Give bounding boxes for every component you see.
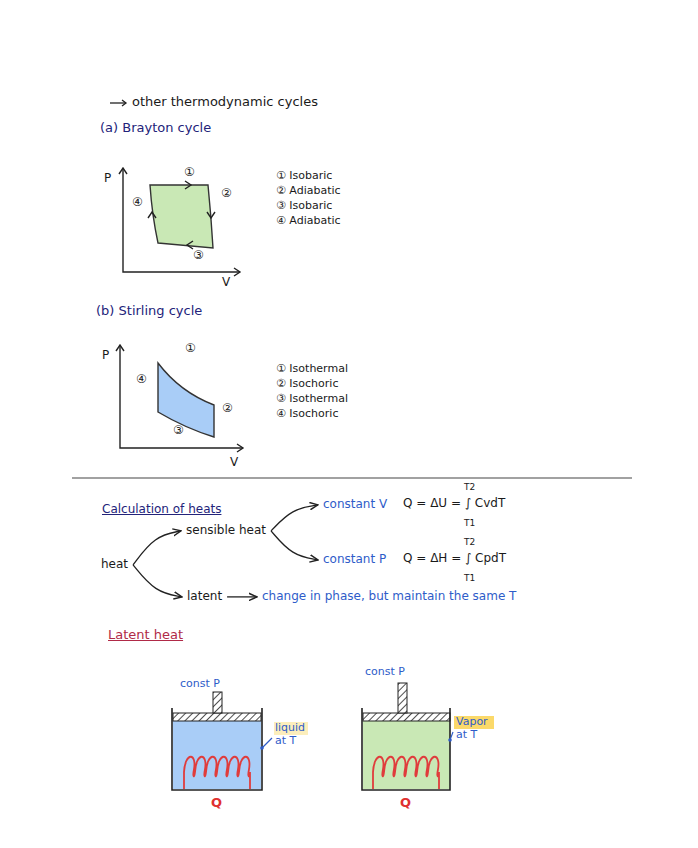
callout-number: ②: [222, 402, 233, 416]
section-heading: Calculation of heats: [102, 503, 221, 517]
formula: Q = ΔU = ∫ CvdT: [403, 497, 505, 511]
text-node: heat: [99, 557, 130, 573]
integral-limit: T2: [464, 537, 475, 547]
branch-arrow: [271, 505, 318, 531]
formula: Q = ΔH = ∫ CpdT: [403, 552, 506, 566]
annotation: Vapor at T: [456, 716, 496, 741]
process-list-item: ① Isothermal: [276, 363, 348, 376]
divider-line: [72, 477, 632, 478]
node-text: latent: [187, 590, 222, 604]
heat-symbol: Q: [400, 796, 411, 811]
process-list-item: ④ Adiabatic: [276, 215, 341, 228]
branch-arrow: [133, 565, 182, 597]
callout-number: ①: [185, 342, 196, 356]
process-list-item: ② Adiabatic: [276, 185, 341, 198]
cylinder-vapor: [362, 683, 453, 790]
text-node: constant V: [321, 497, 389, 513]
process-list-item: ③ Isothermal: [276, 393, 348, 406]
process-list-item: ② Isochoric: [276, 378, 338, 391]
brayton-pv-graph: [119, 168, 240, 276]
process-list-item: ④ Isochoric: [276, 408, 338, 421]
annotation: const P: [180, 678, 220, 691]
page-title: other thermodynamic cycles: [132, 95, 318, 110]
heater-coils: [184, 757, 439, 789]
cylinder-liquid: [172, 692, 272, 790]
section-heading: Latent heat: [108, 628, 183, 643]
axis-label: V: [222, 276, 230, 290]
section-heading: (b) Stirling cycle: [96, 304, 202, 319]
node-text: change in phase, but maintain the same T: [262, 590, 516, 604]
stirling-pv-graph: [116, 345, 243, 452]
axis-label: P: [102, 349, 109, 363]
callout-number: ②: [221, 187, 232, 201]
branch-arrow: [227, 596, 257, 597]
annotation: const P: [365, 666, 405, 679]
heater-coil: [373, 757, 439, 789]
process-list-item: ① Isobaric: [276, 170, 332, 183]
text-node: sensible heat: [184, 523, 268, 539]
integral-limit: T1: [464, 518, 475, 528]
axis-label: V: [230, 456, 238, 470]
integral-limit: T2: [464, 482, 475, 492]
node-text: heat: [101, 558, 128, 572]
callout-number: ④: [132, 196, 143, 210]
annotation: liquid at T: [275, 722, 313, 747]
heat-symbol: Q: [211, 796, 222, 811]
title-arrow: [110, 100, 126, 106]
callout-number: ④: [136, 373, 147, 387]
callout-number: ①: [184, 166, 195, 180]
axis-label: P: [104, 172, 111, 186]
node-text: constant V: [323, 498, 387, 512]
branch-arrow: [271, 531, 318, 560]
callout-number: ③: [173, 424, 184, 438]
integral-limit: T1: [464, 573, 475, 583]
text-node: constant P: [321, 552, 388, 568]
callout-number: ③: [193, 249, 204, 263]
text-node: change in phase, but maintain the same T: [260, 589, 518, 605]
node-text: constant P: [323, 553, 386, 567]
process-list-item: ③ Isobaric: [276, 200, 332, 213]
text-node: latent: [185, 589, 224, 605]
section-heading: (a) Brayton cycle: [100, 121, 211, 136]
branch-arrow: [133, 531, 181, 565]
node-text: sensible heat: [186, 524, 266, 538]
heater-coil: [184, 757, 250, 789]
